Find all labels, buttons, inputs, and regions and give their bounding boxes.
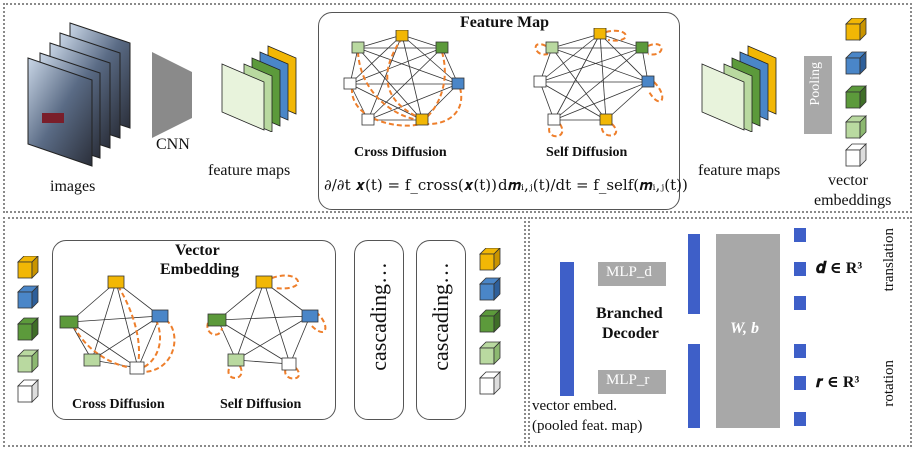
pooling-label: Pooling (808, 62, 823, 106)
vector-self-graph (206, 274, 327, 380)
pooling-block (804, 56, 832, 134)
vector-embed-label-1: vector embed. (532, 398, 617, 414)
d-output-2 (794, 262, 806, 276)
d-label: 𝒅 ∈ R³ (816, 260, 863, 277)
feature-map-title: Feature Map (460, 14, 550, 31)
bottom-right-panel (528, 217, 912, 447)
right-vector-stack (479, 248, 501, 395)
translation-label: translation (881, 228, 897, 292)
cnn-label: CNN (156, 136, 190, 153)
wb-label: W, b (730, 320, 760, 337)
cascading-box-1 (354, 240, 404, 420)
cnn-block (152, 52, 192, 138)
vector-embedding-title-2: Embedding (160, 261, 240, 278)
rotation-label: rotation (881, 360, 897, 407)
cross-diffusion-graph (343, 30, 465, 127)
mlp-d-block (598, 262, 666, 286)
branched-decoder-label-1: Branched (596, 305, 663, 322)
r-output-3 (794, 412, 806, 426)
r-label: 𝒓 ∈ R³ (816, 374, 860, 391)
d-output-3 (794, 296, 806, 310)
mlp-d-label: MLP_d (606, 264, 652, 280)
feature-maps-right (701, 45, 777, 132)
top-panel (3, 3, 912, 213)
feature-maps-left-label: feature maps (208, 162, 291, 179)
d-output-1 (794, 228, 806, 242)
cross-equation: ∂/∂t 𝒙(t) = f_cross(𝒙(t)) (324, 176, 497, 194)
wb-block (716, 234, 780, 428)
mlp-r-label: MLP_r (606, 372, 650, 388)
self-diffusion-graph (533, 28, 664, 138)
image-stack (27, 22, 131, 167)
vector-embedding-box (52, 240, 336, 420)
vector-embeddings-stack (845, 18, 867, 167)
self-diffusion-label-top: Self Diffusion (546, 145, 628, 160)
cascading-box-2 (416, 240, 466, 420)
vector-embeddings-label-1: vector (828, 172, 868, 189)
vector-embed-label-2: (pooled feat. map) (532, 418, 643, 434)
self-equation: d𝒎ᵢ,ⱼ(t)/dt = f_self(𝒎ᵢ,ⱼ(t)) (498, 176, 688, 194)
vector-cross-graph (59, 275, 176, 375)
mlp-r-block (598, 370, 666, 394)
r-output-1 (794, 344, 806, 358)
translation-feature-bar (688, 234, 700, 314)
rotation-feature-bar (688, 344, 700, 428)
branched-decoder-label-2: Decoder (602, 325, 659, 342)
vector-embeddings-label-2: embeddings (814, 192, 892, 209)
images-label: images (50, 178, 96, 195)
cascading-label-1: cascading… (366, 262, 391, 371)
feature-map-box (318, 12, 680, 210)
feature-maps-right-label: feature maps (698, 162, 781, 179)
pooled-feature-bar (560, 262, 574, 396)
vector-embedding-title-1: Vector (175, 242, 220, 259)
cascading-label-2: cascading… (428, 262, 453, 371)
r-output-2 (794, 376, 806, 390)
cross-diffusion-label-bottom: Cross Diffusion (72, 397, 165, 412)
feature-maps-left (221, 45, 297, 132)
left-vector-stack (17, 256, 39, 403)
self-diffusion-label-bottom: Self Diffusion (220, 397, 302, 412)
cross-diffusion-label-top: Cross Diffusion (354, 145, 447, 160)
bottom-left-panel (3, 217, 526, 447)
